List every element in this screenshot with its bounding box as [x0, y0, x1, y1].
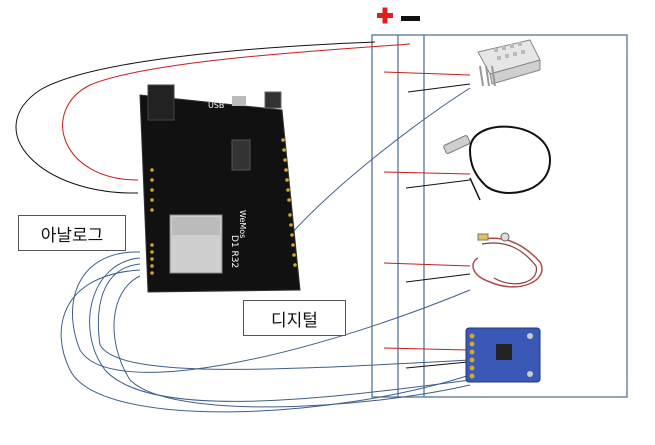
minus-symbol [401, 16, 420, 21]
usb-port [232, 96, 246, 106]
black-power-wire [15, 41, 376, 194]
black-wire-dht [407, 83, 471, 93]
black-wire-flex [405, 273, 471, 283]
black-wire-temp [405, 179, 471, 189]
red-wire-flex [383, 262, 471, 267]
usb-label: USB [208, 101, 224, 110]
esp32-board: USB D1 R32 WeMos [139, 84, 301, 293]
breadboard-frame [371, 34, 628, 398]
digital-label: 디지털 [243, 300, 346, 336]
analog-label: 아날로그 [18, 215, 126, 251]
black-wire-accel [405, 361, 469, 369]
logo-text: WeMos [238, 210, 247, 238]
right-header-pins [281, 138, 297, 267]
reset-button [264, 91, 282, 109]
left-header-pins [150, 168, 154, 275]
red-wire-temp [383, 171, 471, 175]
red-wire-dht [383, 71, 471, 76]
red-power-wire [62, 43, 411, 181]
dht22-sensor [477, 39, 541, 87]
red-wire-accel [383, 347, 469, 351]
accelerometer-module [465, 327, 541, 383]
model-label: D1 R32 [229, 235, 239, 268]
dc-jack [147, 84, 175, 121]
temperature-probe [443, 125, 552, 201]
plus-symbol [377, 7, 393, 24]
flex-sensor [472, 232, 543, 288]
signal-wires [60, 87, 471, 413]
